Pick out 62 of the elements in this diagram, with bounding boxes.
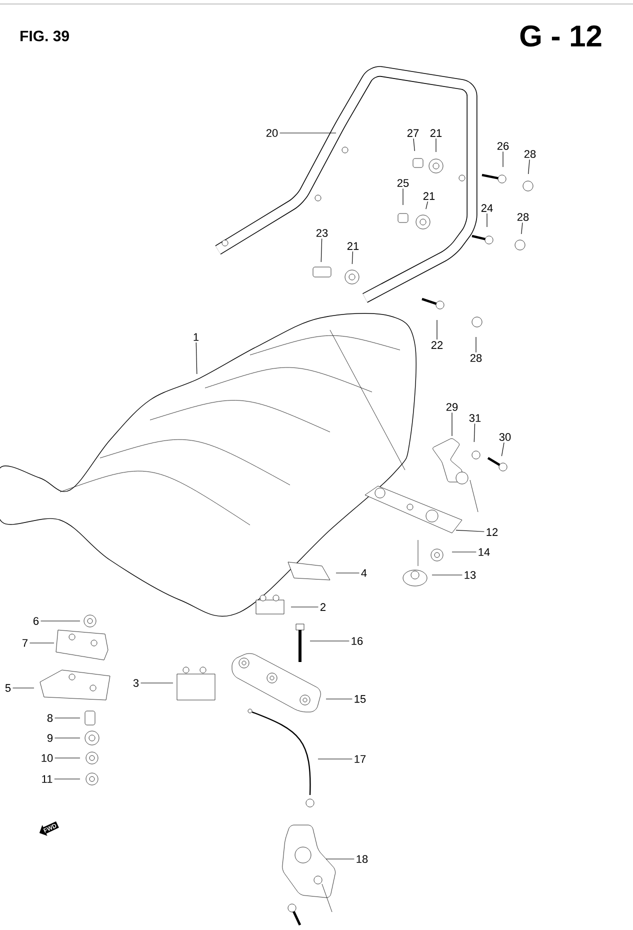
callout-number: 23 [316,229,328,237]
callout-number: 28 [517,213,529,221]
leader-line [486,213,488,228]
callout-number: 2 [320,603,326,611]
leader-line [413,138,415,152]
callout-number: 15 [354,695,366,703]
callout-number: 21 [423,192,435,200]
leader-line [501,442,504,456]
leader-line [310,640,350,642]
callout-number: 24 [481,204,493,212]
leader-line [29,642,54,644]
figure-title: FIG. 39 [20,30,69,42]
callout-number: 31 [469,414,481,422]
callout-number: 10 [42,754,53,762]
leader-line [502,151,504,168]
callout-number: 28 [470,354,482,362]
callout-number: 5 [5,684,11,692]
callout-number: 13 [464,571,476,579]
leader-line [40,620,80,622]
callout-number: 14 [478,548,490,556]
leader-line [326,858,354,860]
callout-number: 9 [47,734,53,742]
leader-line [290,606,319,608]
callout-number: 17 [354,755,366,763]
callout-number: 21 [347,242,359,250]
callout-number: 29 [446,403,458,411]
page-code: G - 12 [520,25,602,47]
callout-number: 7 [22,639,28,647]
callout-number: 26 [497,142,509,150]
callout-number: 27 [407,129,419,137]
callout-number: 22 [431,341,443,349]
leader-line [54,778,80,780]
leader-line [402,188,404,206]
callout-number: 11 [42,775,52,783]
leader-line [318,758,352,760]
callout-number: 28 [524,150,536,158]
leader-line [456,530,484,532]
leader-line [326,698,352,700]
callout-number: 6 [34,617,39,625]
leader-line [528,159,530,174]
callout-number: 1 [194,333,199,341]
callout-number: 20 [266,129,278,137]
callout-number: 4 [361,569,367,577]
leader-line [320,238,322,262]
leader-line [280,132,336,134]
leader-line [436,320,438,340]
leader-line [474,423,476,442]
callout-number: 21 [430,129,442,137]
callout-number: 25 [397,179,409,187]
callout-number: 16 [352,637,363,645]
callout-number: 30 [499,433,511,441]
leader-line [196,342,198,374]
callout-number: 3 [133,679,139,687]
leader-line [432,574,462,576]
leader-line [352,251,354,264]
leader-line [336,572,360,574]
leader-line [521,222,523,234]
leader-line [140,682,174,684]
callout-number: 8 [47,714,53,722]
callout-number: 12 [486,528,498,536]
leader-line [426,201,428,210]
callout-number: 18 [356,855,368,863]
